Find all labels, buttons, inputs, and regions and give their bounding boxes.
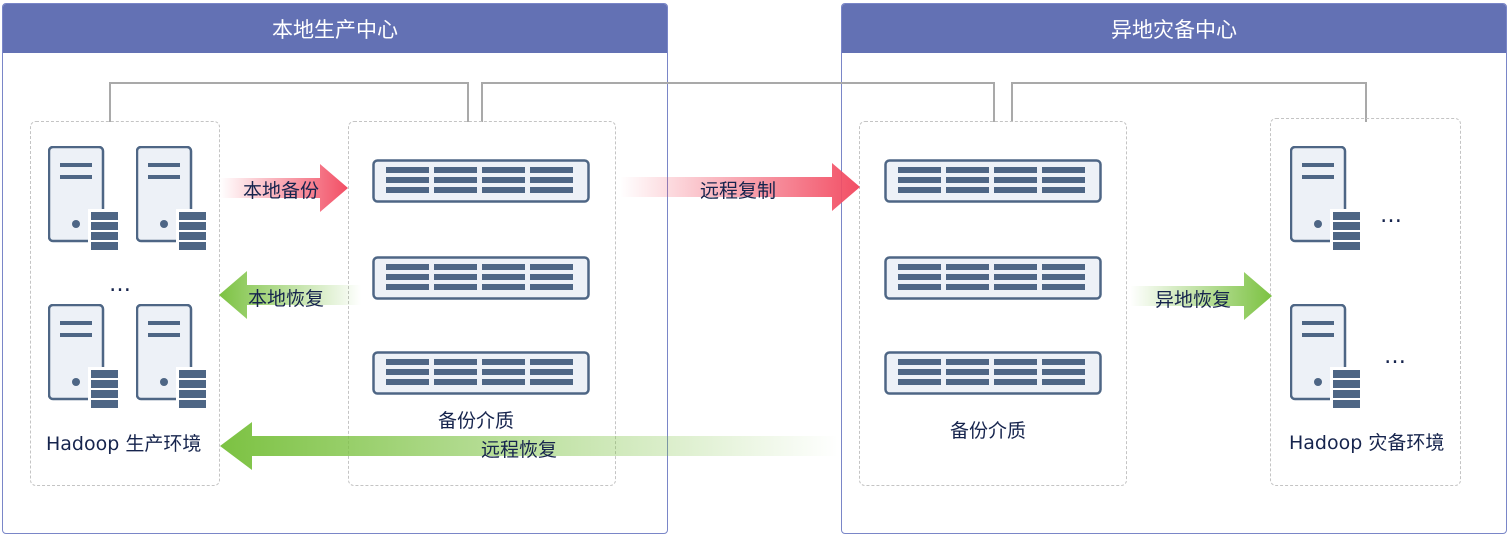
- local-hadoop-group: [30, 121, 220, 486]
- storage-icon: [884, 256, 1102, 300]
- remote-hadoop-group: [1270, 118, 1461, 486]
- remote-media-label: 备份介质: [950, 420, 1027, 442]
- local-env-label: Hadoop 生产环境: [46, 433, 202, 455]
- remote-media-group: [859, 121, 1127, 486]
- offsite-restore-arrow: [1130, 272, 1272, 320]
- remote-replication-arrow: [620, 163, 860, 211]
- local-backup-label: 本地备份: [243, 180, 320, 202]
- remote-center-title: 异地灾备中心: [842, 4, 1506, 53]
- server-icon: [48, 146, 120, 254]
- remote-env-label: Hadoop 灾备环境: [1289, 432, 1445, 454]
- remote-ellipsis-bottom: …: [1384, 344, 1409, 369]
- replication-connector: [481, 82, 995, 122]
- remote-replication-label: 远程复制: [700, 180, 777, 202]
- server-icon: [1290, 304, 1362, 412]
- server-icon: [136, 304, 208, 412]
- remote-restore-label: 远程恢复: [481, 439, 558, 461]
- local-backup-arrow: [220, 164, 348, 212]
- storage-icon: [884, 351, 1102, 395]
- server-icon: [48, 304, 120, 412]
- local-restore-label: 本地恢复: [248, 288, 325, 310]
- local-media-label: 备份介质: [438, 410, 515, 432]
- remote-ellipsis-top: …: [1380, 203, 1405, 228]
- local-connector: [109, 82, 469, 122]
- offsite-restore-label: 异地恢复: [1155, 289, 1232, 311]
- storage-icon: [884, 159, 1102, 203]
- storage-icon: [372, 159, 590, 203]
- local-restore-arrow: [219, 271, 361, 319]
- storage-icon: [372, 351, 590, 395]
- remote-connector: [1011, 82, 1367, 122]
- remote-restore-arrow: [220, 422, 838, 470]
- local-center-title: 本地生产中心: [3, 4, 667, 53]
- local-ellipsis: …: [109, 272, 134, 297]
- server-icon: [136, 146, 208, 254]
- server-icon: [1290, 146, 1362, 254]
- storage-icon: [372, 256, 590, 300]
